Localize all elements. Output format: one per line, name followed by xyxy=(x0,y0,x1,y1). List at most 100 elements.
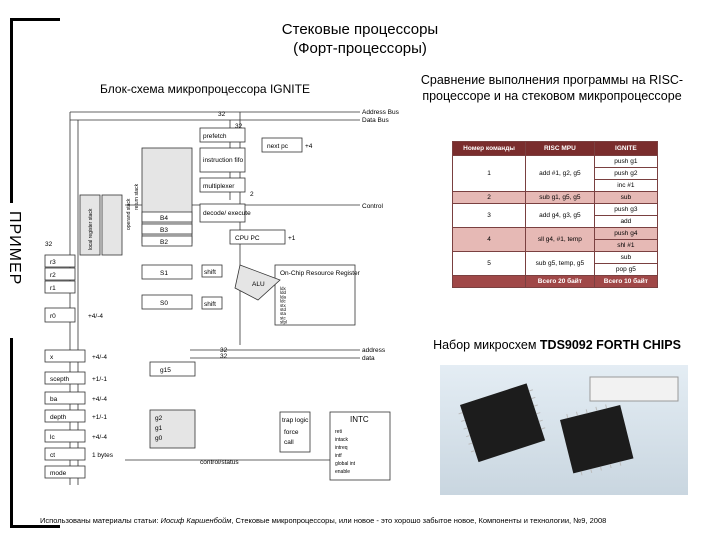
label-scepth-op: +1/-1 xyxy=(92,376,107,383)
cell-ignite: push g2 xyxy=(593,167,659,180)
frame-bottom-bar xyxy=(10,525,60,528)
diagram-caption: Блок-схема микропроцессора IGNITE xyxy=(100,82,310,96)
frame-left-top-bar xyxy=(10,18,13,203)
label-depth-op: +1/-1 xyxy=(92,414,107,421)
cell-ignite: pop g5 xyxy=(593,263,659,276)
chips-caption: Набор микросхем TDS9092 FORTH CHIPS xyxy=(412,338,702,352)
intc-item: intf xyxy=(335,453,342,459)
reg-r1: r1 xyxy=(50,285,56,292)
cell-ignite: push g1 xyxy=(593,155,659,168)
cell-command-number: 1 xyxy=(451,155,527,192)
cell-total-ignite: Всего 10 байт xyxy=(593,275,659,288)
reg-s0: S0 xyxy=(160,300,168,307)
cell-ignite: push g4 xyxy=(593,227,659,240)
label-operand-stack: operand stack xyxy=(126,198,132,230)
label-ct-op: 1 bytes xyxy=(92,452,114,459)
intc-item: global int xyxy=(335,461,356,467)
label-address: address xyxy=(362,347,386,354)
frame-left-bottom-bar xyxy=(10,338,13,528)
label-local-register-stack: local register stack xyxy=(88,208,94,250)
resource-item: std xyxy=(280,307,287,312)
label-width-32-c: 32 xyxy=(45,241,53,248)
ignite-block-diagram: Address Bus Data Bus Control address dat… xyxy=(44,109,400,485)
frame-top-bar xyxy=(10,18,60,21)
reg-ba: ba xyxy=(50,396,58,403)
resource-item: ldc xyxy=(280,299,287,304)
cell-ignite: push g3 xyxy=(593,203,659,216)
resource-item: sfpl xyxy=(280,320,287,325)
cell-ignite: sub xyxy=(593,251,659,264)
block-next-pc: next pc xyxy=(267,143,289,150)
reg-r3: r3 xyxy=(50,259,56,266)
reg-g1: g1 xyxy=(155,425,163,432)
table-header-cell: RISC MPU xyxy=(525,141,595,156)
title-line-2: (Форт-процессоры) xyxy=(293,40,427,57)
reg-r0: r0 xyxy=(50,313,56,320)
block-trap-logic: trap logic xyxy=(282,417,309,424)
label-data-bus: Data Bus xyxy=(362,117,389,124)
label-data: data xyxy=(362,355,375,362)
block-onchip-resource: On-Chip Resource Register xyxy=(280,270,361,277)
label-force: force xyxy=(284,429,299,436)
reg-mode: mode xyxy=(50,470,67,477)
chips-photo xyxy=(440,365,688,495)
comparison-caption: Сравнение выполнения программы на RISC-п… xyxy=(420,73,684,103)
cell-command-number: 3 xyxy=(451,203,527,228)
footer-author: Иосиф Каршенбойм xyxy=(160,516,232,525)
intc-item: enable xyxy=(335,469,350,475)
title-line-1: Стековые процессоры xyxy=(281,21,439,38)
footer-rest: , Стековые микропроцессоры, или новое - … xyxy=(231,516,607,525)
block-decode-execute: decode/ execute xyxy=(203,210,251,217)
block-instruction-fifo: instruction fifo xyxy=(203,157,243,164)
intc-item: intack xyxy=(335,437,349,443)
block-shift: shift xyxy=(204,269,216,276)
footer-credit: Использованы материалы статьи: Иосиф Кар… xyxy=(40,516,700,525)
label-return-stack: return stack xyxy=(134,183,140,210)
cell-command-number: 4 xyxy=(451,227,527,252)
page-title: Стековые процессоры (Форт-процессоры) xyxy=(180,20,540,58)
label-address-bus: Address Bus xyxy=(362,109,400,116)
intc-item: reti xyxy=(335,429,342,435)
reg-g2: g2 xyxy=(155,415,163,422)
intc-item: intreq xyxy=(335,445,348,451)
cell-risc: add g4, g3, g5 xyxy=(525,203,595,228)
reg-b2: B2 xyxy=(160,239,168,246)
cell-ignite: add xyxy=(593,215,659,228)
cell-risc: sub g1, g5, g5 xyxy=(525,191,595,204)
chips-caption-prefix: Набор микросхем xyxy=(433,338,540,352)
reg-s1: S1 xyxy=(160,270,168,277)
cell-risc: sll g4, #1, temp xyxy=(525,227,595,252)
reg-depth: depth xyxy=(50,414,67,421)
label-width-32-a: 32 xyxy=(218,111,226,118)
cell-command-number: 5 xyxy=(451,251,527,276)
label-width-32-b: 32 xyxy=(235,123,243,130)
resource-item: ldd xyxy=(280,290,287,295)
cell-risc: add #1, g2, g5 xyxy=(525,155,595,192)
cell-ignite: shl #1 xyxy=(593,239,659,252)
reg-r2: r2 xyxy=(50,272,56,279)
block-cpu-pc: CPU PC xyxy=(235,235,260,242)
label-width-2: 2 xyxy=(250,191,254,198)
label-lc-op: +4/-4 xyxy=(92,434,107,441)
chips-photo-drawing xyxy=(458,376,679,476)
block-prefetch: prefetch xyxy=(203,133,227,140)
intc-signal-items: reti intack intreq intf global int enable xyxy=(335,429,356,475)
label-plus1: +1 xyxy=(288,235,296,242)
resource-item: stc xyxy=(280,315,287,320)
label-width-32-e: 32 xyxy=(220,353,228,360)
reg-x: x xyxy=(50,354,54,361)
reg-ct: ct xyxy=(50,452,55,459)
reg-g0: g0 xyxy=(155,435,163,442)
block-shift-2: shift xyxy=(204,301,216,308)
label-plus4: +4 xyxy=(305,143,313,150)
footer-prefix: Использованы материалы статьи: xyxy=(40,516,161,525)
side-label: ПРИМЕР xyxy=(6,211,23,286)
label-x-op: +4/-4 xyxy=(92,354,107,361)
